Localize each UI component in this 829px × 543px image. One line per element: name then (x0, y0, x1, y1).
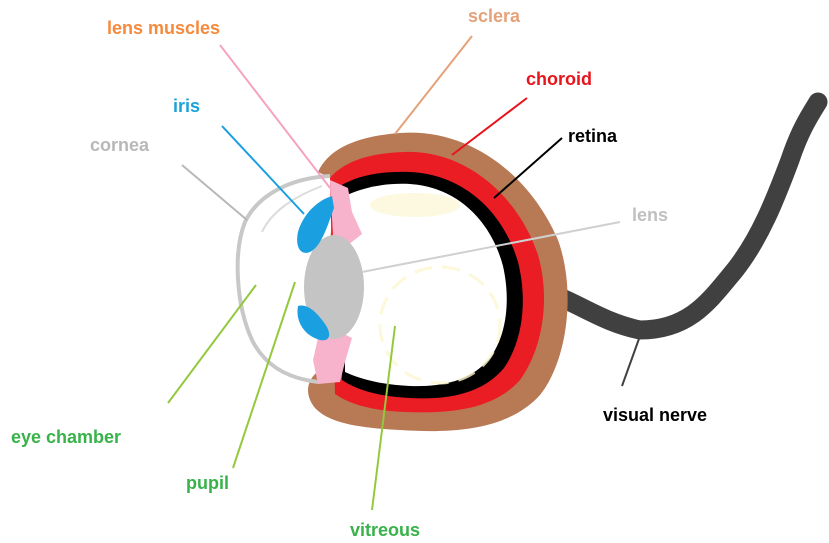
label-sclera: sclera (468, 7, 520, 25)
visual-nerve-leader (622, 336, 640, 386)
vitreous-highlight (370, 193, 460, 217)
choroid-leader (452, 98, 527, 155)
label-iris: iris (173, 97, 200, 115)
label-choroid: choroid (526, 70, 592, 88)
label-lens: lens (632, 206, 668, 224)
label-retina: retina (568, 127, 617, 145)
label-cornea: cornea (90, 136, 149, 154)
lens-muscles-leader (220, 45, 330, 188)
eye-chamber-leader (168, 285, 256, 403)
sclera-leader (395, 36, 472, 134)
cornea-leader (182, 165, 247, 220)
label-eye-chamber: eye chamber (11, 428, 121, 446)
label-lens-muscles: lens muscles (107, 19, 220, 37)
label-visual-nerve: visual nerve (603, 406, 707, 424)
label-pupil: pupil (186, 474, 229, 492)
label-vitreous: vitreous (350, 521, 420, 539)
